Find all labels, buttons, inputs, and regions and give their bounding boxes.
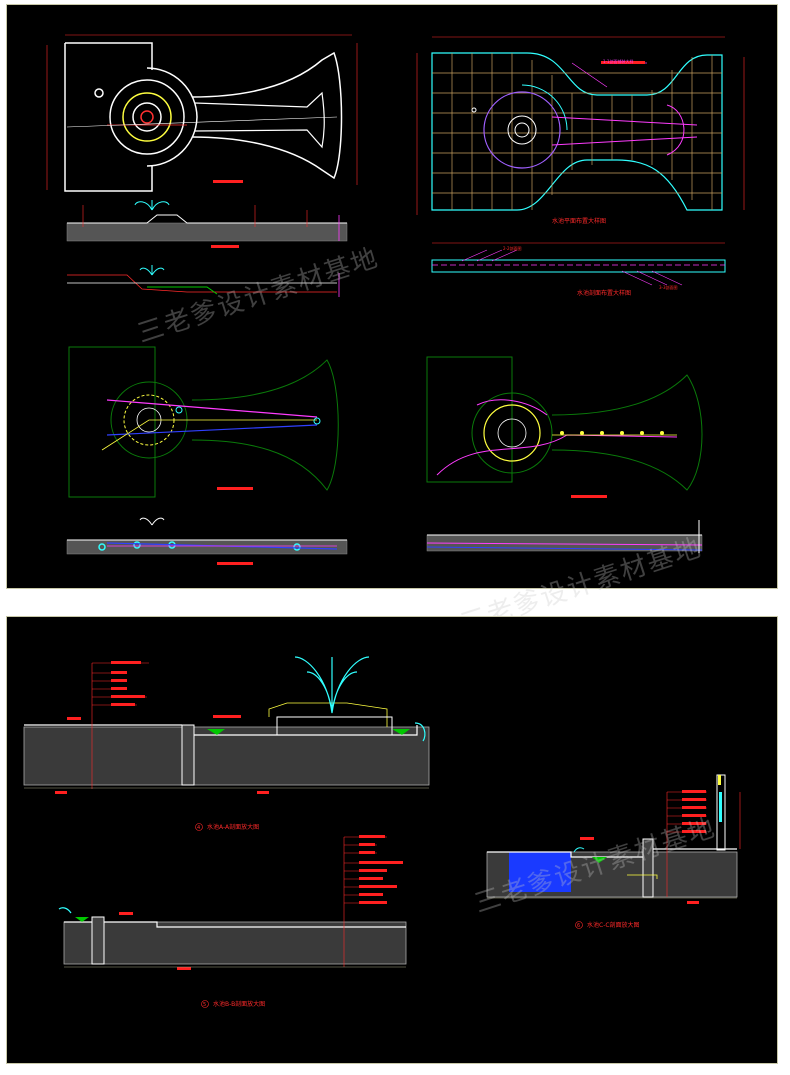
- strip-label-one: 2-2剖面图: [503, 245, 522, 251]
- drawing-sheet-bottom: 水池A-A剖面放大图 4 水池B-B剖面放: [6, 616, 778, 1064]
- detail-6-section: [486, 774, 741, 904]
- detail-5-marker: [201, 1000, 209, 1008]
- detail-4-marker: [195, 823, 203, 831]
- paving-grid: [432, 53, 722, 210]
- plan-outline-view: [46, 34, 358, 192]
- drawing-sheet-top: 水池平面布置大样图 1-1剖面铺装大样 2-2剖面图 3-3剖面图 水池剖面布置…: [6, 4, 778, 639]
- pipe-plan-left-view: [68, 346, 339, 498]
- detail-4-marker-number: 4: [197, 825, 200, 831]
- plan-grid-view: [416, 36, 745, 215]
- strip-label-two: 3-3剖面图: [659, 284, 678, 290]
- detail-4-section: [23, 656, 430, 794]
- section-b-view: [67, 265, 340, 297]
- detail-5-caption: 水池B-B剖面放大图: [213, 1000, 265, 1008]
- pipe-section-left-view: [66, 517, 348, 565]
- strip-section-view: [431, 242, 726, 286]
- section-a-view: [66, 200, 348, 248]
- detail-5-section: [58, 835, 407, 970]
- bottom-sheet-drawing: 水池A-A剖面放大图 4 水池B-B剖面放: [23, 656, 741, 1008]
- detail-6-marker: [575, 921, 583, 929]
- plan-grid-caption: 水池平面布置大样图: [552, 217, 606, 225]
- grid-callout-label: 1-1剖面铺装大样: [603, 58, 634, 64]
- detail-4-caption: 水池A-A剖面放大图: [207, 823, 259, 831]
- pipe-section-right-view: [426, 520, 703, 553]
- pipe-plan-right-view: [426, 356, 703, 498]
- detail-6-marker-number: 6: [577, 923, 580, 929]
- detail-6-caption: 水池C-C剖面放大图: [587, 921, 640, 929]
- top-sheet-drawing: 水池平面布置大样图 1-1剖面铺装大样 2-2剖面图 3-3剖面图 水池剖面布置…: [46, 34, 745, 565]
- detail-5-marker-number: 5: [203, 1002, 206, 1008]
- plan-section-caption: 水池剖面布置大样图: [577, 289, 631, 297]
